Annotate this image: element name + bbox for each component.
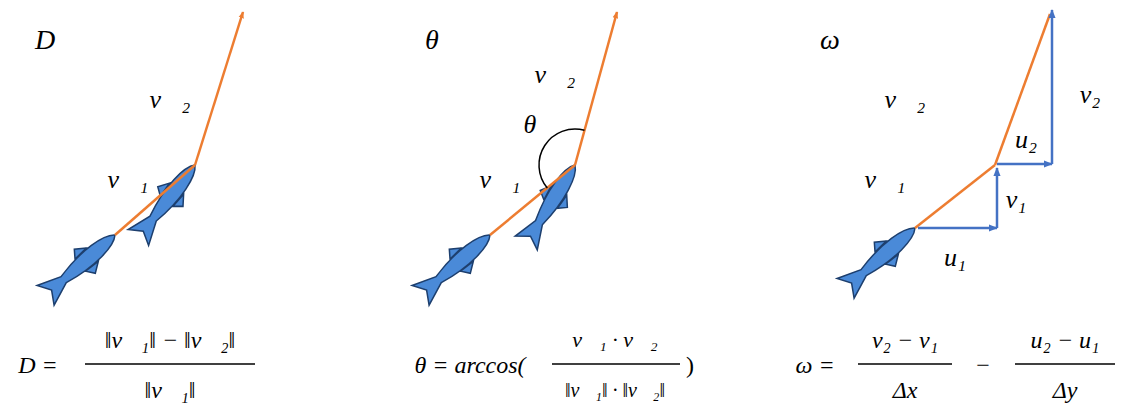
formula-denominator: Δy <box>1053 377 1078 403</box>
formula-text: D = <box>18 352 58 378</box>
vector-label: v⃗₂ <box>535 61 576 90</box>
component-arrow <box>996 168 999 228</box>
component-label: v₁ <box>1006 186 1027 215</box>
vector-label: v⃗₂ <box>150 86 191 115</box>
component-arrow <box>1051 10 1054 164</box>
fraction-bar <box>85 363 255 365</box>
fish <box>410 157 588 308</box>
formula-text: θ = arccos( <box>414 352 525 378</box>
component-label: u₁ <box>944 244 966 273</box>
panel-title: ω <box>820 25 840 56</box>
fraction-bar <box>1015 363 1115 365</box>
formula-denominator: Δx <box>893 377 918 403</box>
vector-label: v⃗₁ <box>108 166 149 195</box>
angle-arc <box>539 129 584 188</box>
vector-label: v⃗₁ <box>865 166 906 195</box>
formula-text: ω = <box>795 352 834 378</box>
formula-numerator: v₂ − v₁ <box>872 327 938 353</box>
panel-title: θ <box>425 25 439 56</box>
fraction-bar <box>858 363 952 365</box>
vector-label: v⃗₁ <box>480 166 521 195</box>
vector-label: v⃗₂ <box>885 86 926 115</box>
angle-label: θ <box>524 111 537 140</box>
vector <box>575 12 617 165</box>
component-label: u₂ <box>1015 126 1037 155</box>
formula-text: ) <box>686 352 694 378</box>
formula-text: − <box>976 352 990 378</box>
component-arrow <box>918 227 997 230</box>
formula-denominator: ‖v⃗₁‖ <box>144 377 195 403</box>
fish <box>835 216 925 301</box>
vector <box>995 14 1050 165</box>
fraction-bar <box>552 363 680 365</box>
formula-numerator: ‖v⃗₁‖ − ‖v⃗₂‖ <box>105 327 235 353</box>
panel-title: D <box>35 25 55 56</box>
vector <box>915 165 995 228</box>
formula-denominator: ‖v⃗₁‖ · ‖v⃗₂‖ <box>565 379 665 401</box>
component-label: v₂ <box>1080 81 1101 110</box>
component-arrow <box>997 163 1052 166</box>
vector <box>195 12 243 165</box>
formula-numerator: u₂ − u₁ <box>1031 327 1100 353</box>
fish <box>35 155 208 307</box>
formula-numerator: v⃗₁ · v⃗₂ <box>572 328 658 352</box>
